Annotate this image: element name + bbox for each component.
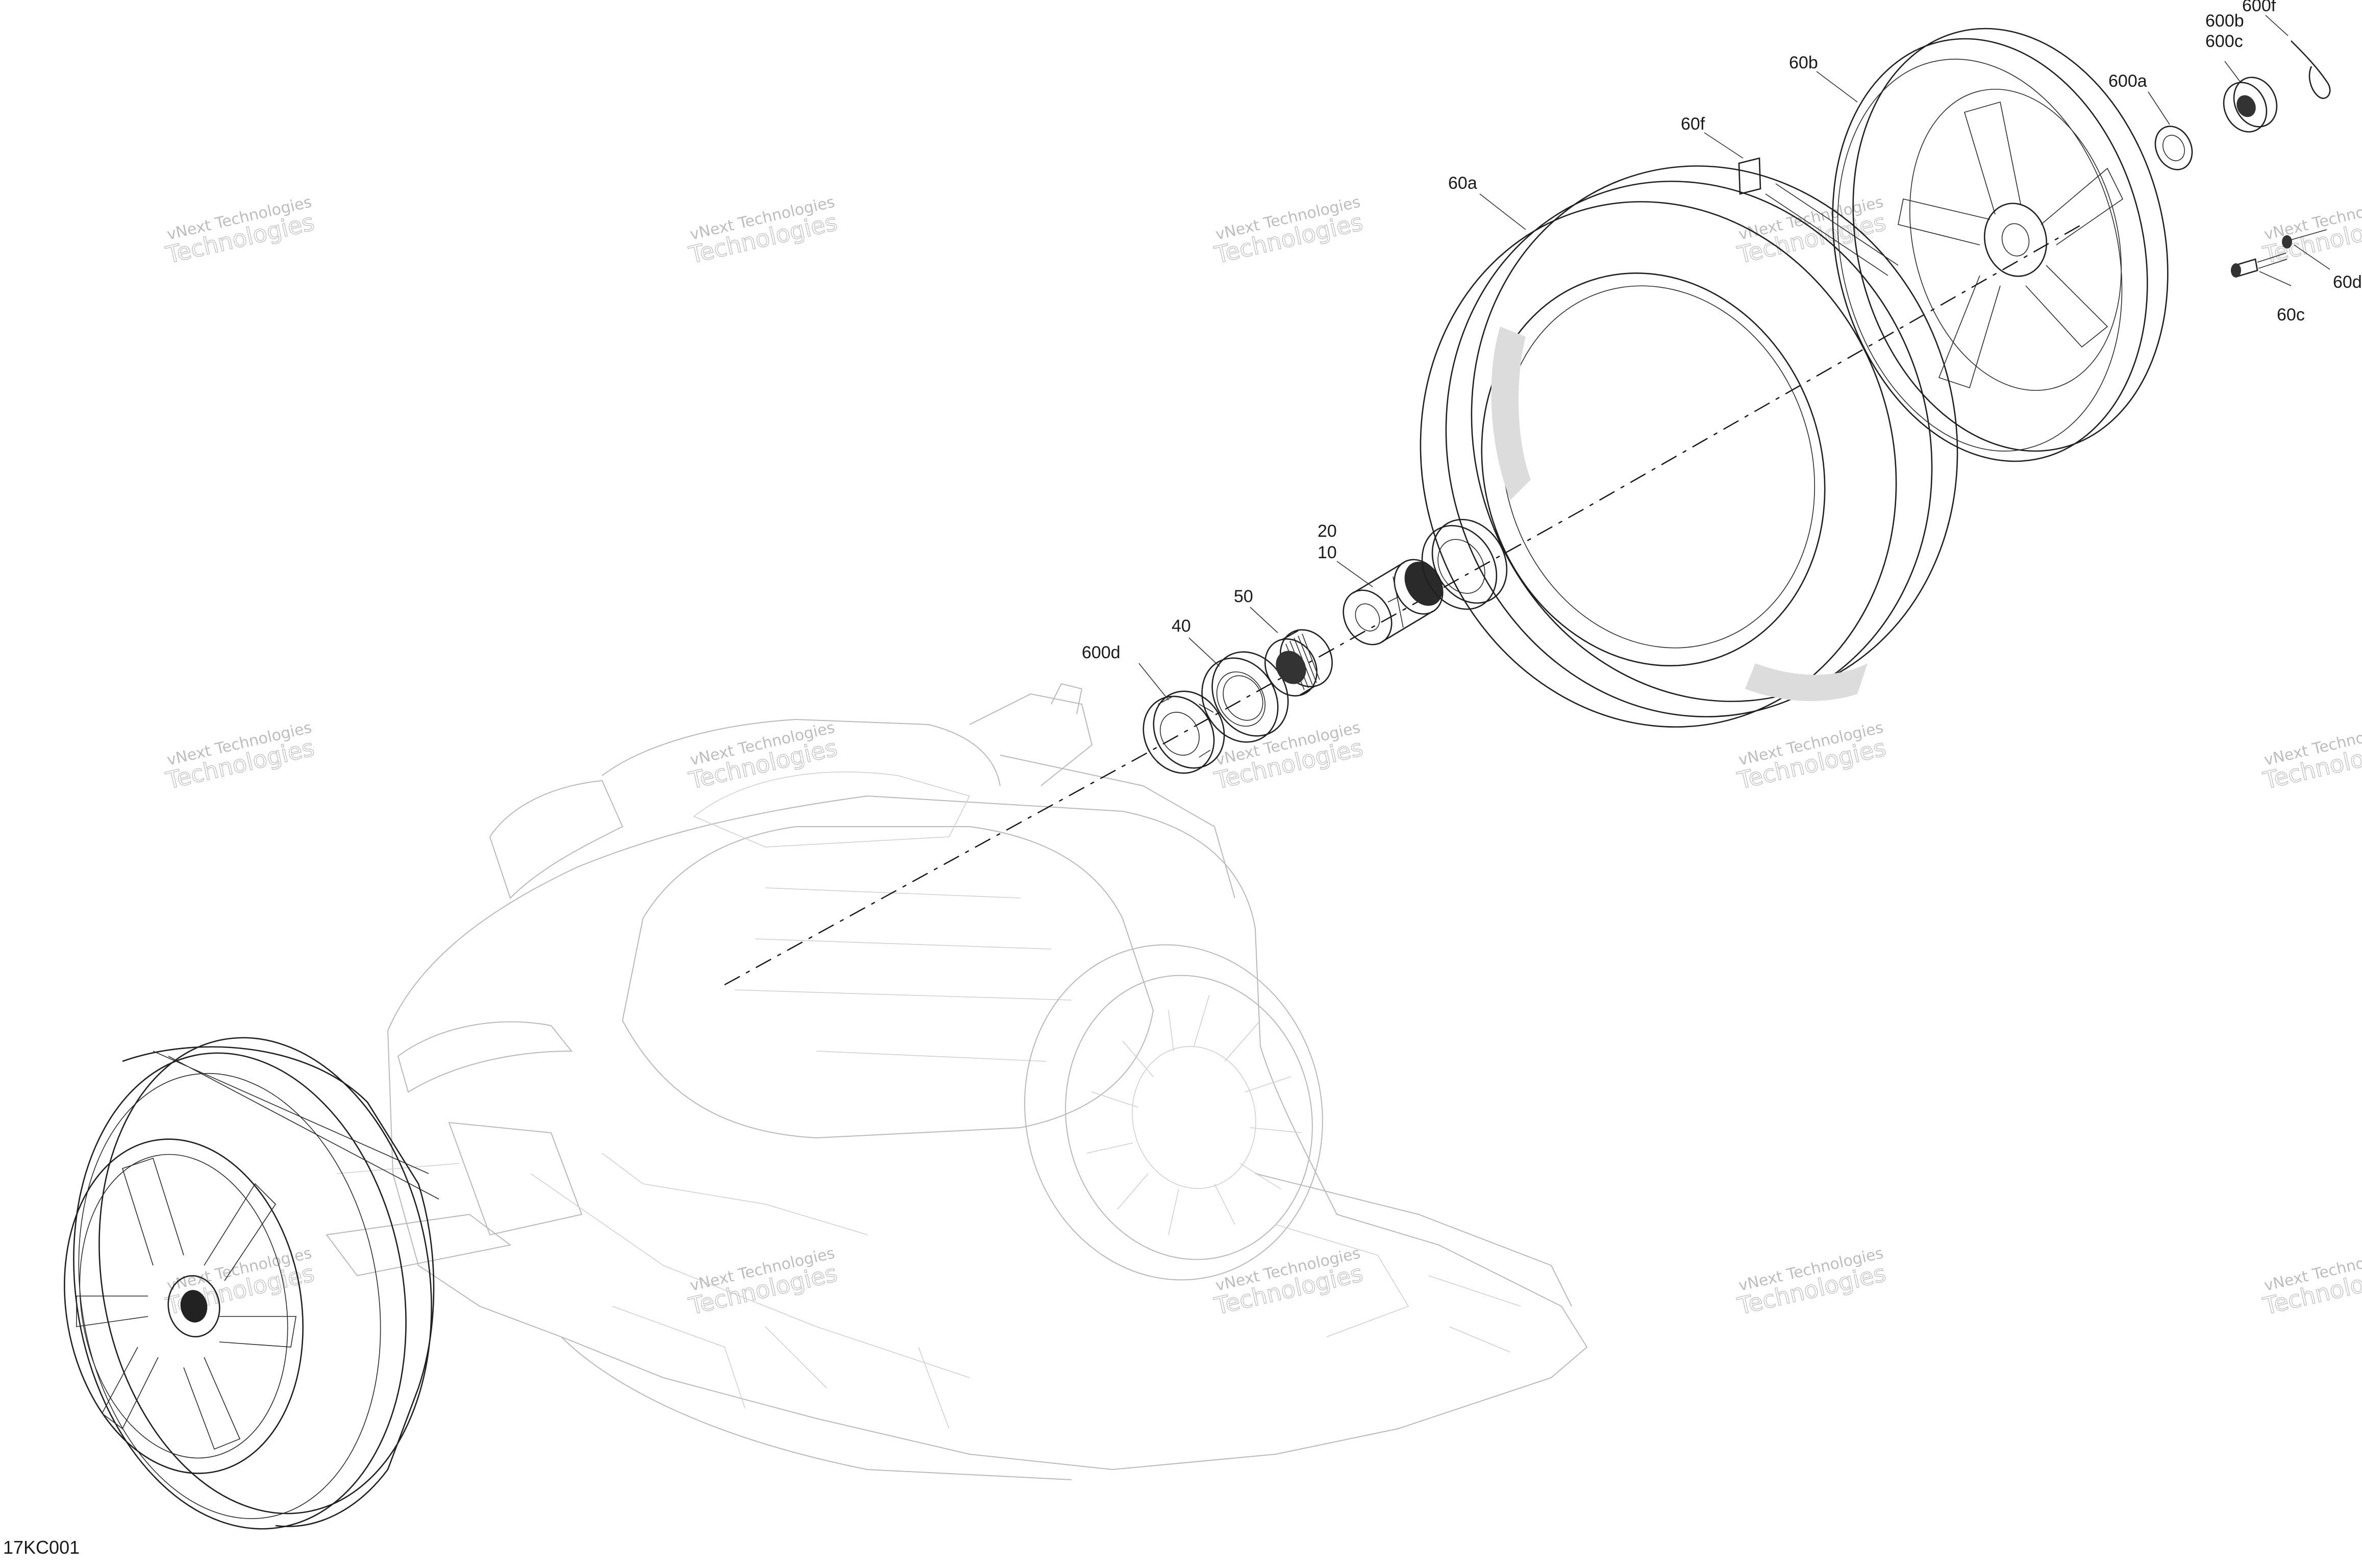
part-60f-tag bbox=[1738, 157, 1761, 195]
callout-600f: 600f bbox=[2242, 0, 2276, 15]
callout-60c: 60c bbox=[2277, 305, 2305, 325]
front-hub-icon bbox=[167, 1275, 220, 1338]
part-600b-nut bbox=[2223, 77, 2278, 133]
watermark-layer: vNext Technologies Technologies vNext Te… bbox=[163, 193, 2362, 1320]
part-10-20-spacer bbox=[1342, 559, 1444, 645]
callout-60d: 60d bbox=[2333, 272, 2362, 292]
part-50-sleeve bbox=[1264, 629, 1333, 696]
callout-60b: 60b bbox=[1789, 53, 1818, 72]
callout-60f: 60f bbox=[1681, 114, 1705, 134]
part-600f-pin bbox=[2291, 40, 2331, 99]
callout-60a: 60a bbox=[1448, 173, 1477, 193]
vehicle-ghost bbox=[326, 683, 1588, 1480]
part-60b-rim bbox=[1832, 28, 2169, 462]
part-600a-washer bbox=[2154, 126, 2193, 170]
part-bearing-inner bbox=[1421, 518, 1508, 610]
callout-20: 20 bbox=[1317, 521, 1337, 541]
callout-600d: 600d bbox=[1082, 643, 1121, 662]
assembly-axis bbox=[724, 223, 2082, 986]
callout-600a: 600a bbox=[2108, 71, 2147, 91]
callout-50: 50 bbox=[1234, 587, 1253, 606]
diagram-code: 17KC001 bbox=[3, 1537, 80, 1558]
front-wheel-assembly bbox=[64, 1037, 439, 1530]
rear-hub-icon bbox=[1983, 203, 2048, 277]
callout-labels: 600d 40 50 20 10 60a 60f 60b 600a 600b 6… bbox=[1082, 0, 2362, 662]
callout-40: 40 bbox=[1172, 616, 1191, 636]
part-60c-bolt bbox=[2231, 253, 2288, 278]
part-600d-nut bbox=[1142, 690, 1225, 774]
part-60d-bolt bbox=[2282, 229, 2327, 248]
part-60a-tire bbox=[1420, 165, 1958, 728]
leader-lines bbox=[1138, 15, 2330, 701]
callout-10: 10 bbox=[1317, 543, 1337, 562]
callout-600b: 600b bbox=[2205, 11, 2244, 31]
callout-600c: 600c bbox=[2205, 32, 2243, 51]
